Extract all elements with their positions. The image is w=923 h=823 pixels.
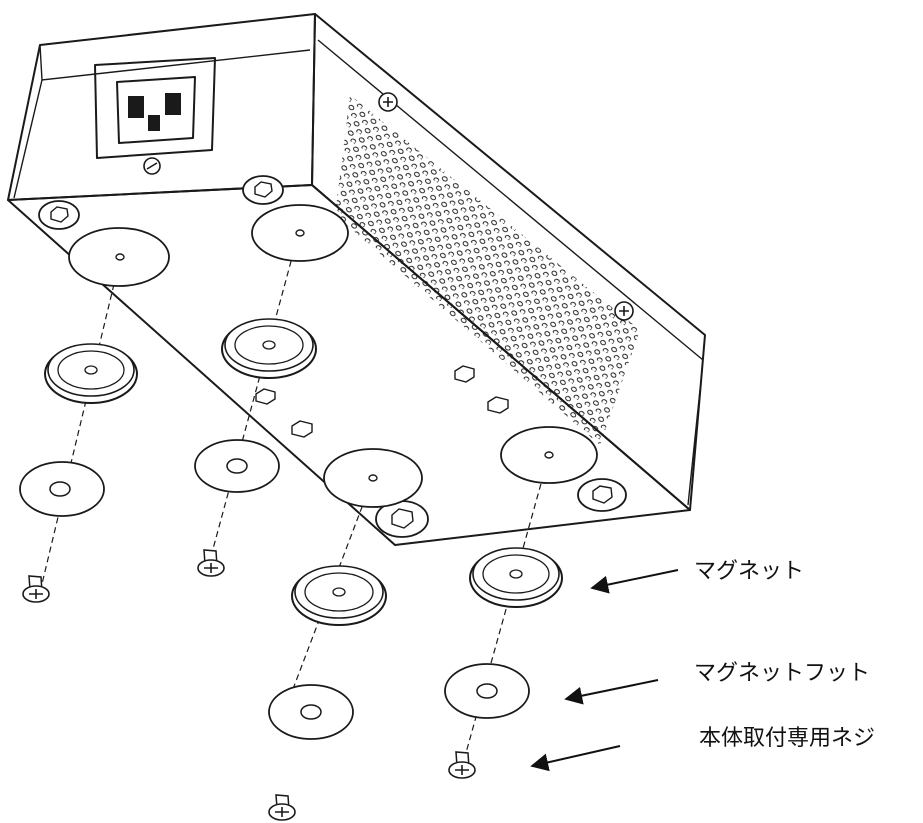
screw-icon: [268, 794, 296, 821]
hex-hole: [291, 420, 313, 438]
side-screw-icon: [614, 301, 634, 321]
magnet-label: マグネット: [694, 559, 804, 584]
magnet-foot: [444, 663, 530, 719]
side-screw-icon: [378, 92, 398, 112]
magnet-foot-arrow: [564, 679, 659, 705]
hex-boss: [38, 200, 80, 230]
screw-icon: [448, 751, 476, 779]
magnet: [469, 547, 563, 608]
magnet: [44, 343, 138, 404]
mounting-pad: [500, 426, 598, 484]
foot-assembly-1: [19, 227, 170, 603]
foot-assembly-2: [194, 204, 349, 577]
magnet-foot: [268, 684, 354, 740]
screw-icon: [197, 549, 225, 577]
magnet: [291, 565, 387, 626]
screw-icon: [22, 575, 50, 603]
hex-hole: [487, 396, 509, 414]
hex-boss: [577, 478, 627, 512]
foot-assembly-4: [444, 426, 598, 779]
vent-grid: [335, 95, 640, 445]
screw-label: 本体取付専用ネジ: [699, 726, 875, 751]
magnet-foot: [194, 439, 280, 493]
mounting-pad: [251, 204, 349, 262]
magnet-foot: [19, 461, 105, 517]
hex-boss: [242, 175, 284, 205]
foot-assembly-3: [268, 448, 423, 821]
screw-arrow: [530, 745, 621, 772]
power-inlet: [94, 57, 216, 175]
hex-hole: [255, 388, 276, 405]
device-body: [7, 13, 706, 546]
magnet-arrow: [590, 569, 679, 594]
magnet: [221, 318, 317, 379]
mounting-pad: [323, 448, 423, 508]
magnet-foot-label: マグネットフット: [694, 661, 870, 686]
hex-boss: [375, 500, 429, 538]
mounting-pad: [68, 227, 170, 287]
hex-hole: [454, 365, 475, 383]
